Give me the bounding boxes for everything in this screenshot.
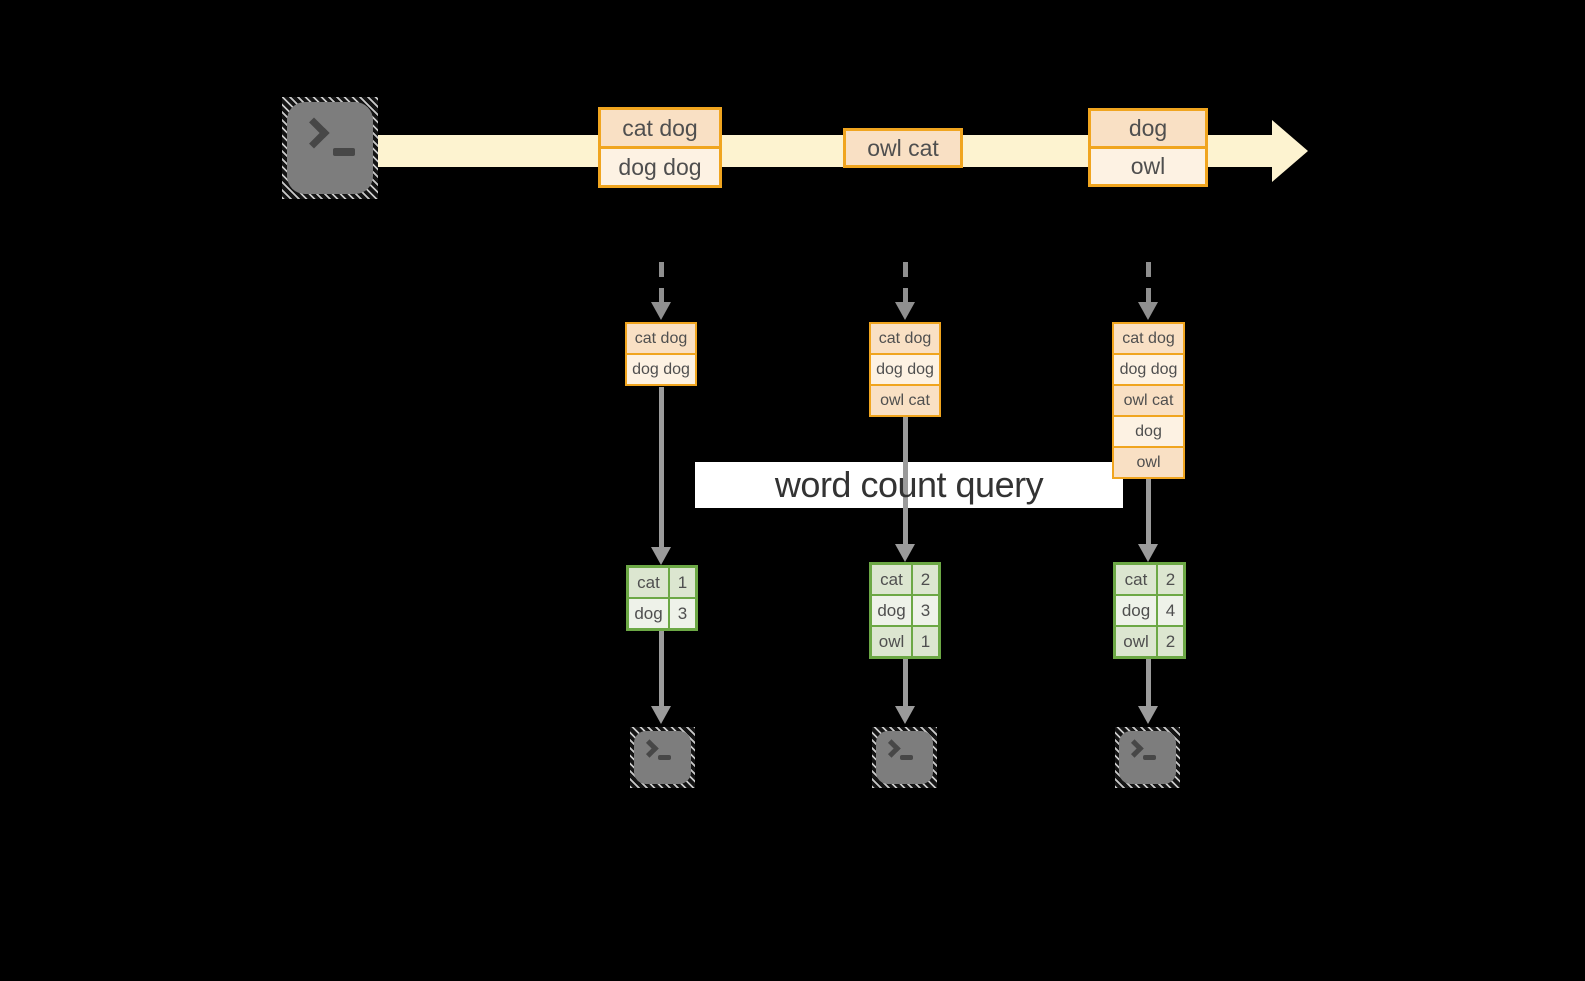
state-row: owl cat [871, 384, 939, 415]
prompt-chevron-icon [640, 739, 659, 758]
stream-batch-1: cat dog dog dog [598, 107, 722, 188]
count-table-2: cat 2 dog 3 owl 1 [869, 562, 941, 659]
input-stack-2: cat dog dog dog owl cat [869, 322, 941, 417]
count-row: cat 2 [1116, 565, 1183, 594]
count-table-3: cat 2 dog 4 owl 2 [1113, 562, 1186, 659]
state-row: cat dog [871, 324, 939, 353]
stream-arrowhead-icon [1272, 120, 1308, 182]
source-terminal-icon [282, 97, 378, 199]
state-row: owl [1114, 446, 1183, 477]
input-stack-3: cat dog dog dog owl cat dog owl [1112, 322, 1185, 479]
batch-row: owl [1091, 146, 1205, 184]
batch-row: owl cat [846, 131, 960, 165]
count-row: cat 2 [872, 565, 938, 594]
state-row: cat dog [1114, 324, 1183, 353]
state-row: owl cat [1114, 384, 1183, 415]
prompt-underscore-icon [1143, 755, 1156, 760]
terminal-screen [287, 102, 373, 194]
terminal-screen [634, 731, 691, 784]
prompt-underscore-icon [658, 755, 671, 760]
stream-batch-2: owl cat [843, 128, 963, 168]
sink-terminal-icon [1115, 727, 1180, 788]
prompt-chevron-icon [882, 739, 901, 758]
count-row: dog 3 [629, 597, 695, 628]
prompt-chevron-icon [298, 117, 330, 149]
count-row: dog 4 [1116, 594, 1183, 625]
stream-batch-3: dog owl [1088, 108, 1208, 187]
batch-row: dog dog [601, 146, 719, 185]
sink-terminal-icon [872, 727, 937, 788]
state-row: dog dog [871, 353, 939, 384]
query-label: word count query [774, 464, 1044, 505]
sink-terminal-icon [630, 727, 695, 788]
state-row: cat dog [627, 324, 695, 353]
input-stack-1: cat dog dog dog [625, 322, 697, 386]
count-row: owl 2 [1116, 625, 1183, 656]
terminal-screen [1119, 731, 1176, 784]
batch-row: cat dog [601, 110, 719, 146]
query-band [695, 462, 1123, 508]
state-row: dog [1114, 415, 1183, 446]
batch-row: dog [1091, 111, 1205, 146]
count-row: dog 3 [872, 594, 938, 625]
prompt-chevron-icon [1125, 739, 1144, 758]
count-row: owl 1 [872, 625, 938, 656]
count-table-1: cat 1 dog 3 [626, 565, 698, 631]
state-row: dog dog [627, 353, 695, 384]
prompt-underscore-icon [900, 755, 913, 760]
state-row: dog dog [1114, 353, 1183, 384]
prompt-underscore-icon [333, 148, 355, 156]
count-row: cat 1 [629, 568, 695, 597]
terminal-screen [876, 731, 933, 784]
